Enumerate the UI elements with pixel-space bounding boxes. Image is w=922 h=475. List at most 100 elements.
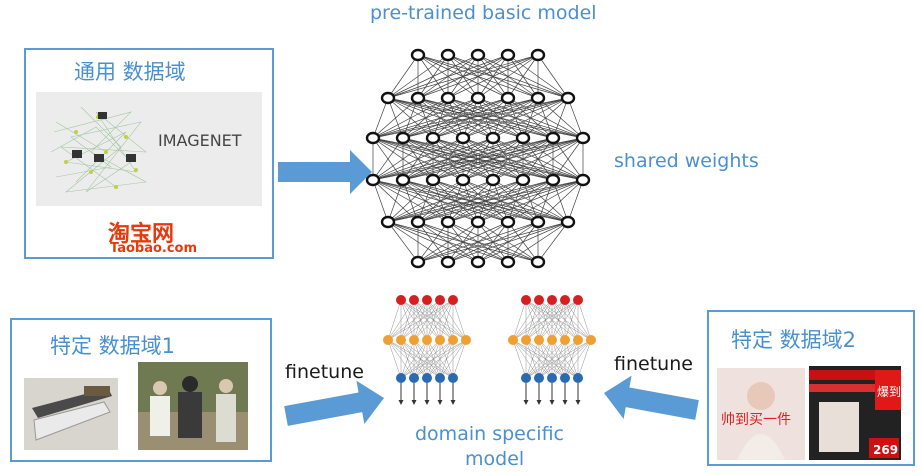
domain1-network-output-arrowhead — [411, 400, 417, 405]
domain2-network-node — [521, 335, 531, 345]
main-node — [425, 173, 441, 187]
domain2-network-node — [547, 373, 557, 383]
main-node — [545, 131, 561, 145]
main-node — [500, 91, 516, 105]
main-node — [575, 131, 591, 145]
domain1-network-output-arrowhead — [437, 400, 443, 405]
main-node — [440, 48, 456, 62]
imagenet-logo: IMAGENET — [158, 131, 242, 150]
domain-specific-label-line2: model — [465, 448, 525, 470]
ad-price: 269 — [873, 443, 898, 457]
main-node — [470, 91, 486, 105]
main-node — [410, 91, 426, 105]
domain1-box: 特定 数据域1 — [10, 318, 272, 462]
main-node — [500, 48, 516, 62]
domain2-network-node — [521, 295, 531, 305]
finetune-left-label: finetune — [285, 361, 364, 383]
domain1-network-node — [448, 295, 458, 305]
main-node — [380, 91, 396, 105]
domain2-network-node — [547, 335, 557, 345]
main-node — [470, 48, 486, 62]
main-node — [455, 131, 471, 145]
main-network-edges — [372, 54, 584, 263]
main-node — [440, 255, 456, 269]
general-to-model-arrow — [278, 150, 372, 194]
domain1-network-node — [409, 373, 419, 383]
domain2-network-output-arrowhead — [523, 400, 529, 405]
domain2-network-node — [534, 295, 544, 305]
domain2-network-output-arrowhead — [575, 400, 581, 405]
main-node — [440, 215, 456, 229]
domain1-network-edges — [387, 299, 467, 379]
domain2-box: 特定 数据域2 帅到买一件 爆到底 269 — [707, 310, 915, 466]
main-node — [500, 215, 516, 229]
domain2-network-output-arrowhead — [562, 400, 568, 405]
domain1-network-node — [435, 335, 445, 345]
domain2-network-node — [547, 295, 557, 305]
domain2-network-output-arrowhead — [549, 400, 555, 405]
main-node — [380, 215, 396, 229]
domain1-network-output-arrowhead — [398, 400, 404, 405]
main-node — [395, 131, 411, 145]
main-node — [410, 255, 426, 269]
main-node — [410, 215, 426, 229]
domain1-network-output-arrowhead — [450, 400, 456, 405]
main-node — [395, 173, 411, 187]
main-node — [485, 173, 501, 187]
machete-image — [24, 378, 118, 450]
domain1-network-node — [396, 373, 406, 383]
finetune-right-label: finetune — [614, 353, 693, 375]
main-node — [515, 131, 531, 145]
domain1-title: 特定 数据域1 — [50, 334, 176, 358]
ad-text-1: 帅到买一件 — [721, 412, 791, 428]
domain1-network-node — [383, 335, 393, 345]
domain2-network-output-arrowhead — [536, 400, 542, 405]
domain1-network-node — [422, 373, 432, 383]
domain1-network-node — [448, 373, 458, 383]
taobao-url: Taobao.com — [110, 241, 198, 256]
main-node — [530, 48, 546, 62]
domain1-network-node — [435, 373, 445, 383]
general-domain-title: 通用 数据域 — [74, 60, 186, 84]
taobao-logo: 淘宝网 — [108, 222, 175, 247]
shared-weights-label: shared weights — [614, 150, 759, 172]
main-node — [575, 173, 591, 187]
main-node — [530, 215, 546, 229]
domain2-title: 特定 数据域2 — [731, 328, 857, 352]
domain1-network-node — [422, 335, 432, 345]
domain1-network-node — [422, 295, 432, 305]
main-node — [530, 91, 546, 105]
pretrained-model-title: pre-trained basic model — [370, 2, 597, 24]
main-node — [545, 173, 561, 187]
domain1-network-node — [461, 335, 471, 345]
main-node — [455, 173, 471, 187]
people-image — [138, 362, 248, 450]
main-node — [365, 131, 381, 145]
main-node — [410, 48, 426, 62]
domain2-network-node — [586, 335, 596, 345]
ad-text-2: 爆到底 — [877, 384, 901, 399]
domain2-network-node — [573, 373, 583, 383]
main-node — [560, 215, 576, 229]
main-node — [560, 91, 576, 105]
domain1-network-node — [396, 295, 406, 305]
domain2-network-edges — [512, 299, 592, 379]
main-node — [425, 131, 441, 145]
domain2-network-node — [508, 335, 518, 345]
finetune-right-arrow — [604, 375, 699, 420]
main-node — [470, 255, 486, 269]
domain2-network-node — [560, 335, 570, 345]
domain2-network-node — [534, 335, 544, 345]
domain2-network-node — [521, 373, 531, 383]
main-node — [440, 91, 456, 105]
general-domain-box: 通用 数据域 IMAGENET 淘宝网 Taobao.com — [24, 48, 274, 259]
domain2-network-node — [573, 295, 583, 305]
domain2-network-node — [573, 335, 583, 345]
domain1-network-node — [435, 295, 445, 305]
main-node — [470, 215, 486, 229]
domain-specific-label: domain specific — [415, 423, 564, 445]
domain1-network-node — [409, 335, 419, 345]
product-ad-image-2: 爆到底 269 — [809, 366, 901, 460]
main-node — [515, 173, 531, 187]
